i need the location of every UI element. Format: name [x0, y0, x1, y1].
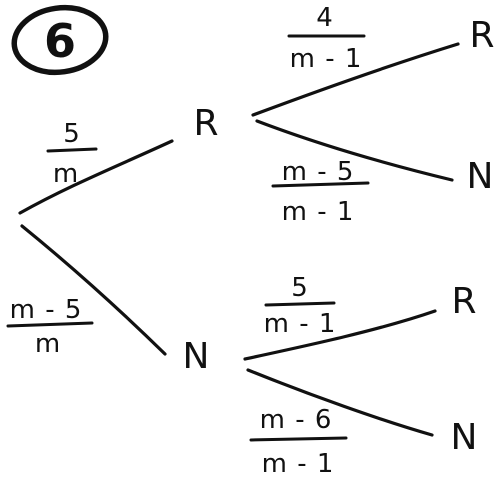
fraction-root-to-N: m - 5 m: [6, 295, 94, 359]
branch-R-to-R: [251, 42, 460, 117]
branch-root-to-R: [18, 139, 174, 215]
tree-branches: [18, 42, 460, 437]
fraction-R-to-R: 4 m - 1: [287, 3, 366, 74]
branch-root-to-N: [20, 224, 167, 356]
fraction-bar: [271, 181, 370, 188]
denominator: m: [53, 159, 79, 189]
fraction-R-to-N: m - 5 m - 1: [271, 157, 370, 227]
fraction-bar: [249, 436, 348, 442]
branch-N-to-R: [243, 309, 437, 361]
fraction-root-to-R: 5 m: [46, 119, 98, 189]
fraction-bar: [46, 147, 98, 153]
denominator: m: [35, 329, 61, 359]
numerator: m - 5: [10, 295, 83, 325]
exercise-number-badge: 6: [11, 4, 109, 76]
badge-circle: [11, 4, 109, 76]
branch-N-to-N: [246, 368, 434, 437]
fraction-N-to-N: m - 6 m - 1: [249, 405, 348, 479]
fraction-N-to-R: 5 m - 1: [264, 273, 337, 339]
node-RR: R: [469, 15, 494, 56]
fraction-bar: [264, 301, 336, 307]
node-NN: N: [451, 417, 478, 458]
denominator: m - 1: [264, 309, 337, 339]
numerator: 4: [316, 3, 334, 33]
node-first-N: N: [183, 336, 210, 377]
exercise-number: 6: [44, 14, 76, 68]
node-RN: N: [467, 156, 494, 197]
numerator: m - 5: [282, 157, 355, 187]
branch-R-to-N: [255, 119, 454, 182]
numerator: 5: [63, 119, 81, 149]
denominator: m - 1: [262, 449, 335, 479]
denominator: m - 1: [290, 44, 363, 74]
numerator: m - 6: [260, 405, 333, 435]
fraction-bar: [6, 321, 94, 328]
node-NR: R: [451, 281, 476, 322]
denominator: m - 1: [282, 197, 355, 227]
node-first-R: R: [193, 103, 218, 144]
numerator: 5: [291, 273, 309, 303]
